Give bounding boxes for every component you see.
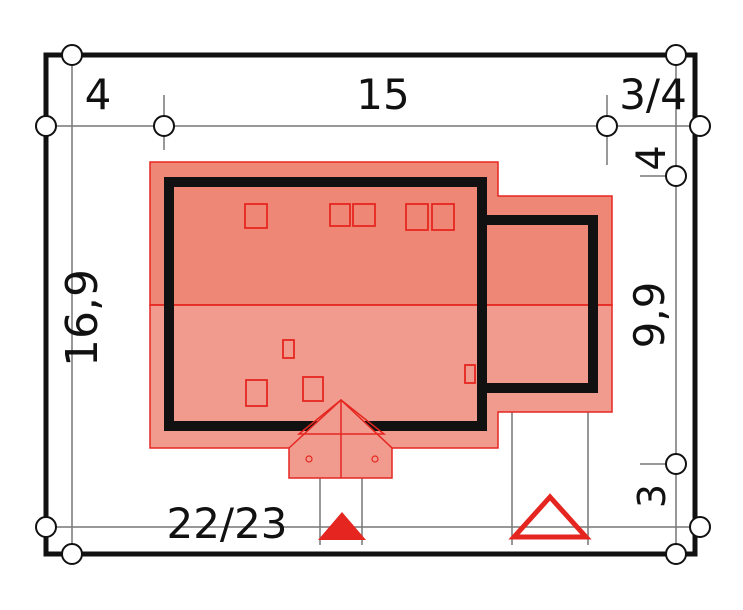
canopy-light-left [305,455,313,463]
dimension-top-right: 3/4 [619,70,687,119]
roof-window-4 [405,203,429,231]
circle-node-icon [61,44,83,66]
circle-node-icon [35,115,57,137]
circle-node-icon [689,516,711,538]
plot-boundary [43,52,698,557]
reference-nodes [35,44,711,565]
roof-window-6 [282,339,295,359]
annex-building-outline [477,215,598,393]
circle-node-icon [665,453,687,475]
entry-marker-outline-triangle-icon [508,493,592,540]
roof-window-5 [431,203,455,231]
dimension-top-left: 4 [85,70,112,119]
circle-node-icon [596,115,618,137]
roof-window-1 [244,203,268,229]
dimension-top-middle: 15 [356,70,409,119]
roof-window-8 [302,376,324,402]
circle-node-icon [665,165,687,187]
roof-window-7 [245,379,268,407]
circle-node-icon [35,516,57,538]
roof [149,161,613,449]
dimension-right-middle: 9,9 [625,282,674,349]
circle-node-icon [665,543,687,565]
circle-node-icon [153,115,175,137]
roof-window-9 [464,364,476,384]
dimension-right-top: 4 [629,145,675,170]
roof-window-2 [329,203,351,227]
roof-windows [244,203,476,407]
canopy-light-right [371,455,379,463]
circle-node-icon [689,115,711,137]
main-building-outline [164,177,487,431]
roof-window-3 [352,203,376,227]
dimension-left-vertical: 16,9 [57,269,108,367]
entrance-canopy [288,398,393,479]
entry-marker-filled-triangle-icon [318,512,366,540]
house-walls [164,177,598,431]
circle-node-icon [665,44,687,66]
dimension-bottom-left: 22/23 [166,499,287,548]
dimension-right-bottom: 3 [630,484,674,508]
circle-node-icon [61,543,83,565]
